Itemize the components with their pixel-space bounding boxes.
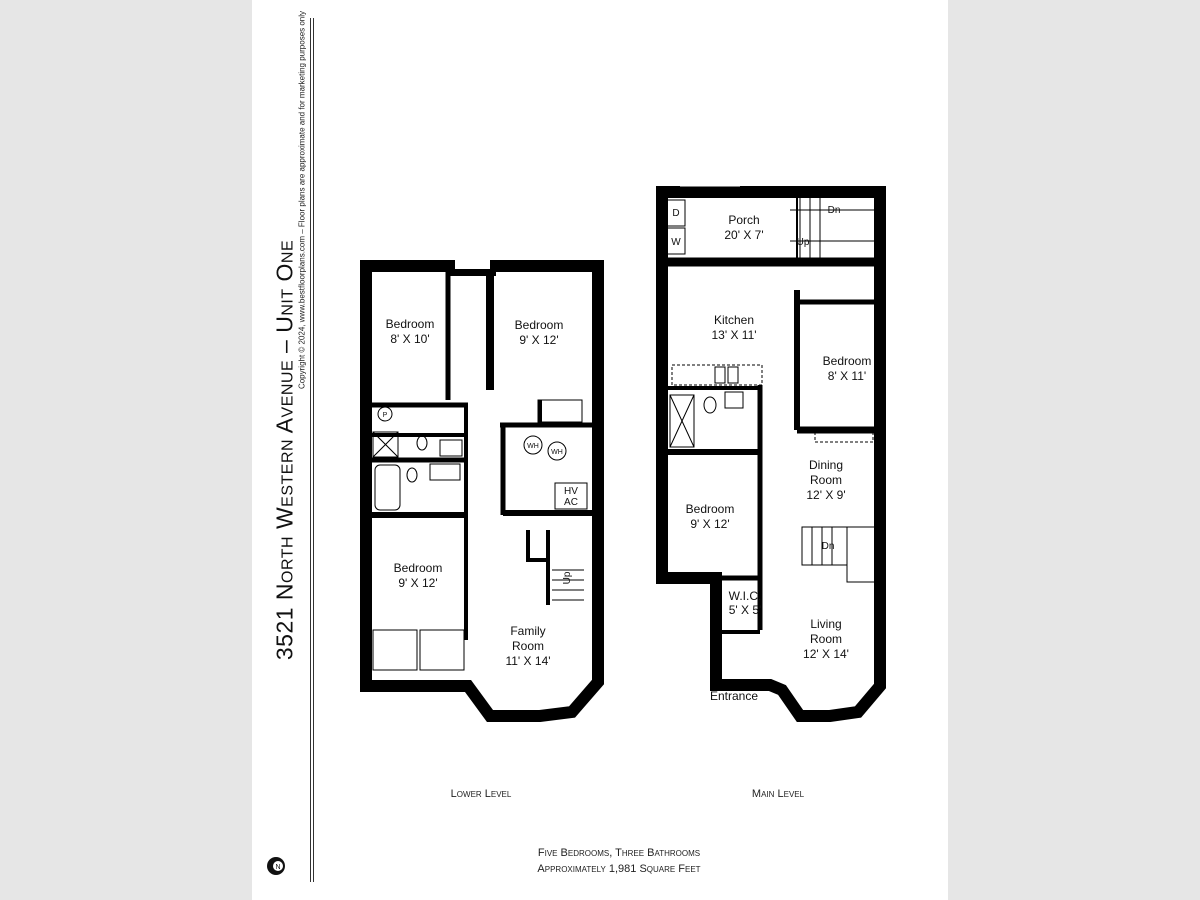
- north-compass-icon: N: [267, 857, 285, 875]
- room-label: Bedroom: [515, 318, 564, 332]
- room-label: Room: [810, 632, 842, 646]
- summary-square-feet: Approximately 1,981 Square Feet: [537, 863, 701, 875]
- divider-line: [310, 18, 311, 882]
- room-label: Bedroom: [394, 561, 443, 575]
- room-label: W.I.C.: [729, 589, 762, 603]
- pump-label: P: [383, 412, 388, 419]
- room-label: Bedroom: [686, 502, 735, 516]
- stairs-up-label: Up: [562, 571, 573, 584]
- room-size: 13' X 11': [711, 328, 756, 342]
- room-label: Porch: [728, 213, 759, 227]
- main-level-plan: [656, 183, 886, 722]
- room-size: 8' X 10': [390, 332, 429, 346]
- room-label: Room: [810, 473, 842, 487]
- room-size: 9' X 12': [398, 576, 437, 590]
- room-label: Bedroom: [386, 317, 435, 331]
- room-label: Dining: [809, 458, 843, 472]
- room-label: Family: [510, 624, 545, 638]
- room-label: Living: [810, 617, 841, 631]
- washer-label: W: [671, 237, 681, 248]
- room-size: 5' X 5': [729, 603, 762, 617]
- lower-level-fixtures: [406, 435, 463, 483]
- hvac-label: HV: [564, 486, 578, 497]
- room-label: Room: [512, 639, 544, 653]
- room-label: Bedroom: [823, 354, 872, 368]
- main-level-label: Main Level: [751, 788, 805, 800]
- lower-level-label: Lower Level: [450, 788, 512, 800]
- dryer-label: D: [672, 208, 679, 219]
- svg-text:N: N: [275, 864, 280, 871]
- water-heater-label: WH: [527, 443, 539, 450]
- water-heater-label: WH: [551, 449, 563, 456]
- room-size: 12' X 9': [806, 488, 845, 502]
- room-size: 9' X 12': [690, 517, 729, 531]
- hvac-label: AC: [564, 497, 578, 508]
- stairs-down-label: Dn: [822, 541, 835, 552]
- room-size: 8' X 11': [828, 369, 866, 383]
- room-size: 20' X 7': [724, 228, 763, 242]
- room-size: 11' X 14': [505, 654, 550, 668]
- stairs-down-label: Dn: [828, 205, 841, 216]
- room-label: Kitchen: [714, 313, 754, 327]
- divider-line: [313, 18, 314, 882]
- room-label: Entrance: [710, 689, 758, 703]
- stairs-up-label: Up: [797, 237, 810, 248]
- room-size: 9' X 12': [519, 333, 558, 347]
- summary-bedrooms-baths: Five Bedrooms, Three Bathrooms: [537, 847, 701, 859]
- room-size: 12' X 14': [803, 647, 849, 661]
- lower-level-plan: [360, 255, 604, 722]
